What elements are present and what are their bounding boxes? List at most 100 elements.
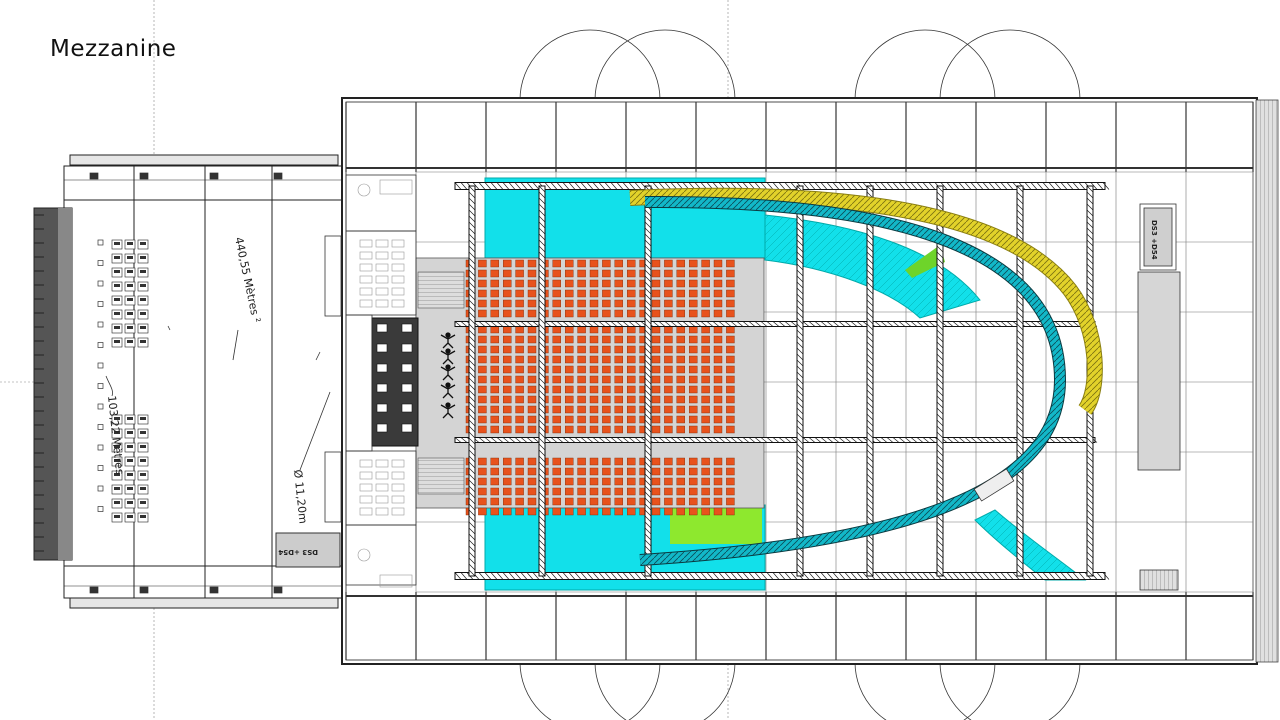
seat — [689, 477, 698, 486]
seat — [627, 335, 636, 344]
seat — [602, 395, 611, 404]
seat — [676, 425, 685, 434]
left-stage-edge — [33, 207, 73, 561]
table — [359, 299, 373, 308]
seat — [713, 487, 723, 496]
seat — [726, 335, 735, 344]
seat — [503, 385, 512, 394]
left-annex — [63, 154, 343, 609]
seat — [515, 259, 524, 268]
seat — [726, 269, 735, 278]
seat — [577, 355, 586, 364]
performer — [440, 332, 456, 349]
seat — [565, 487, 574, 496]
seat — [627, 309, 636, 318]
seat — [701, 415, 710, 424]
seat — [676, 457, 685, 466]
seat — [726, 487, 735, 496]
seat — [651, 289, 661, 298]
seat — [651, 299, 661, 308]
seat — [577, 385, 586, 394]
seat — [490, 289, 499, 298]
seat — [651, 497, 661, 506]
seat — [651, 477, 661, 486]
seat — [651, 425, 661, 434]
seat — [503, 325, 512, 334]
seat — [713, 415, 723, 424]
seat — [478, 395, 487, 404]
seat — [552, 259, 561, 268]
table — [391, 287, 405, 296]
seat — [503, 345, 512, 354]
seat — [478, 259, 487, 268]
table — [375, 299, 389, 308]
truss-beam — [468, 185, 476, 577]
seat — [689, 355, 698, 364]
seat — [713, 269, 723, 278]
seat — [701, 365, 710, 374]
seat — [565, 375, 574, 384]
seat — [651, 415, 661, 424]
seat — [565, 507, 574, 516]
seat — [689, 269, 698, 278]
seat — [515, 269, 524, 278]
seat — [527, 279, 537, 288]
truss-beam — [454, 182, 1110, 190]
bollard — [209, 172, 219, 180]
seat — [627, 507, 636, 516]
table — [375, 275, 389, 284]
console — [376, 423, 388, 433]
seat — [527, 467, 537, 476]
seat — [602, 405, 611, 414]
marker-square — [97, 342, 104, 348]
table — [359, 459, 373, 468]
seat — [589, 325, 599, 334]
seat — [490, 395, 499, 404]
seat — [577, 425, 586, 434]
console — [401, 323, 413, 333]
seat — [478, 355, 487, 364]
seat — [552, 365, 561, 374]
truss-beam — [936, 185, 944, 577]
seat — [701, 425, 710, 434]
seat — [664, 395, 673, 404]
seat — [503, 467, 512, 476]
seat — [713, 467, 723, 476]
seat — [602, 477, 611, 486]
seat — [664, 467, 673, 476]
couch — [379, 574, 413, 588]
seat — [577, 507, 586, 516]
seat — [565, 259, 574, 268]
seat — [602, 269, 611, 278]
seat — [627, 355, 636, 364]
truss-beam — [454, 572, 1110, 580]
table — [375, 287, 389, 296]
seat — [713, 497, 723, 506]
seat — [527, 385, 537, 394]
seat — [713, 325, 723, 334]
table — [391, 263, 405, 272]
seat — [515, 395, 524, 404]
console — [376, 383, 388, 393]
side-rooms — [324, 174, 417, 586]
seat — [713, 375, 723, 384]
seat — [627, 385, 636, 394]
seat — [627, 497, 636, 506]
equipment-box — [275, 532, 341, 568]
seat — [664, 497, 673, 506]
seat — [552, 415, 561, 424]
seat — [577, 395, 586, 404]
seat — [627, 395, 636, 404]
seat — [503, 269, 512, 278]
seat — [701, 385, 710, 394]
seat — [689, 365, 698, 374]
desk-cluster — [111, 239, 149, 348]
seat — [552, 279, 561, 288]
seat — [503, 279, 512, 288]
table — [375, 251, 389, 260]
seat — [565, 269, 574, 278]
seat — [565, 345, 574, 354]
seat — [577, 467, 586, 476]
seat — [614, 457, 623, 466]
seat — [713, 335, 723, 344]
